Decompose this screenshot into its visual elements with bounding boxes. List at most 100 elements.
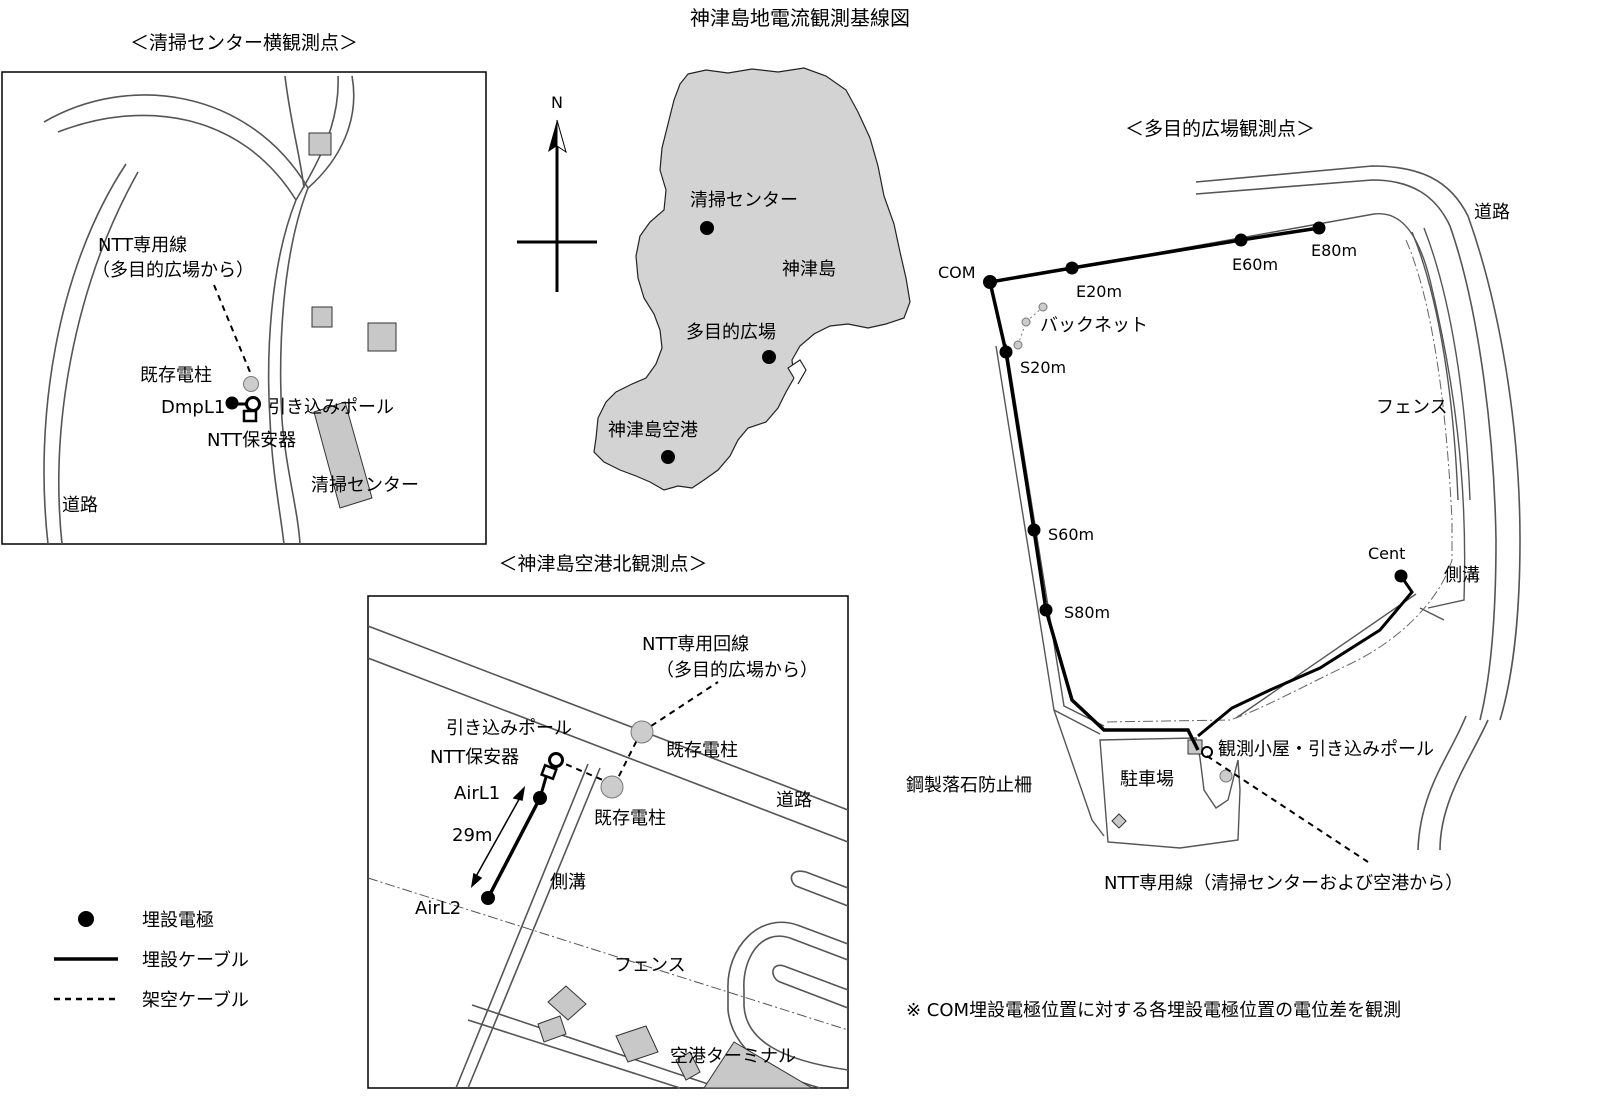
inset-plaza: ＜多目的広場観測点＞	[906, 118, 1521, 894]
legend: 埋設電極 埋設ケーブル 架空ケーブル	[54, 910, 249, 1011]
kozushima-island	[593, 67, 911, 491]
plaza-electrode-label-e60: E60m	[1232, 255, 1278, 274]
legend-label-aerial-cable: 架空ケーブル	[142, 989, 249, 1011]
plaza-electrode-s80	[1039, 603, 1053, 617]
airport-ntt-line-pole	[613, 733, 641, 787]
airport-existing-pole-label-2: 既存電柱	[594, 808, 666, 829]
airport-existing-pole-1	[630, 720, 654, 744]
site-dot-cleaning-center	[700, 221, 714, 235]
cleaning-existing-pole	[243, 376, 259, 392]
airport-lead-in-pole-label: 引き込みポール	[446, 718, 572, 739]
plaza-electrode-s20	[999, 345, 1013, 359]
inset-plaza-heading: ＜多目的広場観測点＞	[1125, 118, 1315, 140]
airport-terminal-building	[703, 1041, 814, 1089]
cleaning-road-label: 道路	[62, 495, 98, 516]
plaza-ditch-label: 側溝	[1444, 565, 1480, 586]
plaza-electrode-label-e20: E20m	[1076, 282, 1122, 301]
north-arrow: N	[517, 93, 597, 292]
airport-ditch-label: 側溝	[550, 872, 586, 893]
cleaning-existing-pole-label: 既存電柱	[140, 365, 212, 386]
cleaning-roads	[43, 75, 355, 545]
cleaning-lead-in-pole	[245, 396, 261, 412]
map-title: 神津島地電流観測基線図	[690, 6, 910, 30]
plaza-fence-line	[1103, 239, 1453, 723]
legend-symbol-electrode	[78, 911, 94, 927]
plaza-electrode-s60	[1027, 523, 1041, 537]
island-name-label: 神津島	[782, 259, 836, 280]
plaza-parking-lot	[1099, 737, 1241, 849]
legend-label-electrode: 埋設電極	[142, 910, 214, 931]
plaza-electrode-com	[983, 275, 997, 289]
inset-airport-heading: ＜神津島空港北観測点＞	[498, 553, 707, 575]
cleaning-facility-label: 清掃センター	[311, 475, 419, 496]
airport-distance-label: 29m	[452, 825, 492, 846]
cleaning-lead-in-pole-label: 引き込みポール	[268, 397, 394, 418]
plaza-fence-label: フェンス	[1376, 397, 1448, 418]
site-dot-plaza	[762, 350, 776, 364]
plaza-electrode-label-cent: Cent	[1368, 544, 1405, 563]
airport-lead-in-pole	[548, 752, 564, 768]
cleaning-ntt-protector	[242, 409, 258, 423]
plaza-parking-marker	[1111, 813, 1127, 829]
cleaning-ntt-line-label-2: （多目的広場から）	[92, 260, 254, 281]
airport-existing-pole-2	[600, 775, 624, 799]
north-label: N	[551, 93, 563, 112]
plaza-rockfall-fence	[995, 343, 1105, 837]
airport-electrode-label-2: AirL2	[415, 898, 461, 919]
cleaning-electrode-label: DmpL1	[161, 397, 225, 418]
site-dot-airport	[661, 450, 675, 464]
plaza-buried-cable-cent	[1197, 575, 1414, 738]
cleaning-ntt-line-label-1: NTT専用線	[98, 235, 187, 256]
plaza-electrode-label-s60: S60m	[1048, 525, 1094, 544]
plaza-backnet	[1013, 302, 1048, 350]
legend-label-buried-cable: 埋設ケーブル	[142, 949, 249, 971]
inset-cleaning-frame	[1, 71, 487, 545]
airport-ntt-protector-label: NTT保安器	[430, 747, 519, 768]
plaza-parking-label: 駐車場	[1120, 769, 1174, 790]
observation-note: ※ COM埋設電極位置に対する各埋設電極位置の電位差を観測	[906, 1000, 1401, 1021]
plaza-electrode-cent	[1394, 569, 1408, 583]
plaza-electrode-e80	[1312, 221, 1326, 235]
plaza-field-boundary	[993, 213, 1471, 719]
plaza-rockfall-fence-label: 鋼製落石防止柵	[906, 775, 1032, 796]
airport-road-label: 道路	[776, 790, 812, 811]
cleaning-ntt-line	[213, 284, 251, 373]
island-map: 清掃センター 神津島 多目的広場 神津島空港	[593, 67, 911, 491]
cleaning-buildings	[308, 132, 397, 509]
airport-ntt-line-label-2: （多目的広場から）	[656, 660, 818, 681]
airport-ntt-protector	[540, 763, 558, 781]
inset-airport: ＜神津島空港北観測点＞	[367, 553, 849, 1089]
plaza-ntt-line-label: NTT専用線（清掃センターおよび空港から）	[1104, 873, 1463, 894]
plaza-hut-label: 観測小屋・引き込みポール	[1218, 739, 1434, 760]
plaza-lead-in-pole	[1201, 746, 1213, 758]
plaza-backnet-label: バックネット	[1040, 315, 1148, 336]
inset-cleaning-heading: ＜清掃センター横観測点＞	[130, 32, 358, 54]
airport-existing-pole-label-1: 既存電柱	[666, 740, 738, 761]
airport-ntt-line-label-1: NTT専用回線	[642, 634, 749, 655]
plaza-road-label: 道路	[1474, 202, 1510, 223]
airport-terminal-label: 空港ターミナル	[670, 1046, 796, 1067]
cleaning-center-building	[313, 401, 373, 509]
plaza-electrode-e60	[1234, 233, 1248, 247]
plaza-existing-pole	[1219, 769, 1233, 783]
airport-fence-label: フェンス	[614, 955, 686, 976]
plaza-road	[1195, 165, 1521, 851]
plaza-electrode-label-s20: S20m	[1020, 358, 1066, 377]
plaza-electrode-label-s80: S80m	[1064, 603, 1110, 622]
plaza-electrode-label-com: COM	[938, 263, 976, 282]
inset-airport-frame	[367, 595, 849, 1089]
cleaning-electrode-dmpl1	[225, 396, 239, 410]
airport-electrode-airl1	[533, 791, 547, 805]
airport-fence-line	[367, 877, 849, 1031]
airport-buildings	[537, 985, 814, 1089]
cleaning-ntt-protector-label: NTT保安器	[207, 430, 296, 451]
airport-electrode-label-1: AirL1	[454, 783, 500, 804]
airport-buried-cable	[486, 797, 542, 899]
airport-electrode-airl2	[481, 891, 495, 905]
inset-cleaning-center: ＜清掃センター横観測点＞ NTT専用線 （多目的広場	[1, 32, 487, 545]
plaza-electrode-e20	[1065, 261, 1079, 275]
airport-ntt-line-in	[641, 681, 719, 733]
airport-distance-arrow	[470, 785, 526, 888]
island-site-label-plaza: 多目的広場	[686, 322, 776, 343]
